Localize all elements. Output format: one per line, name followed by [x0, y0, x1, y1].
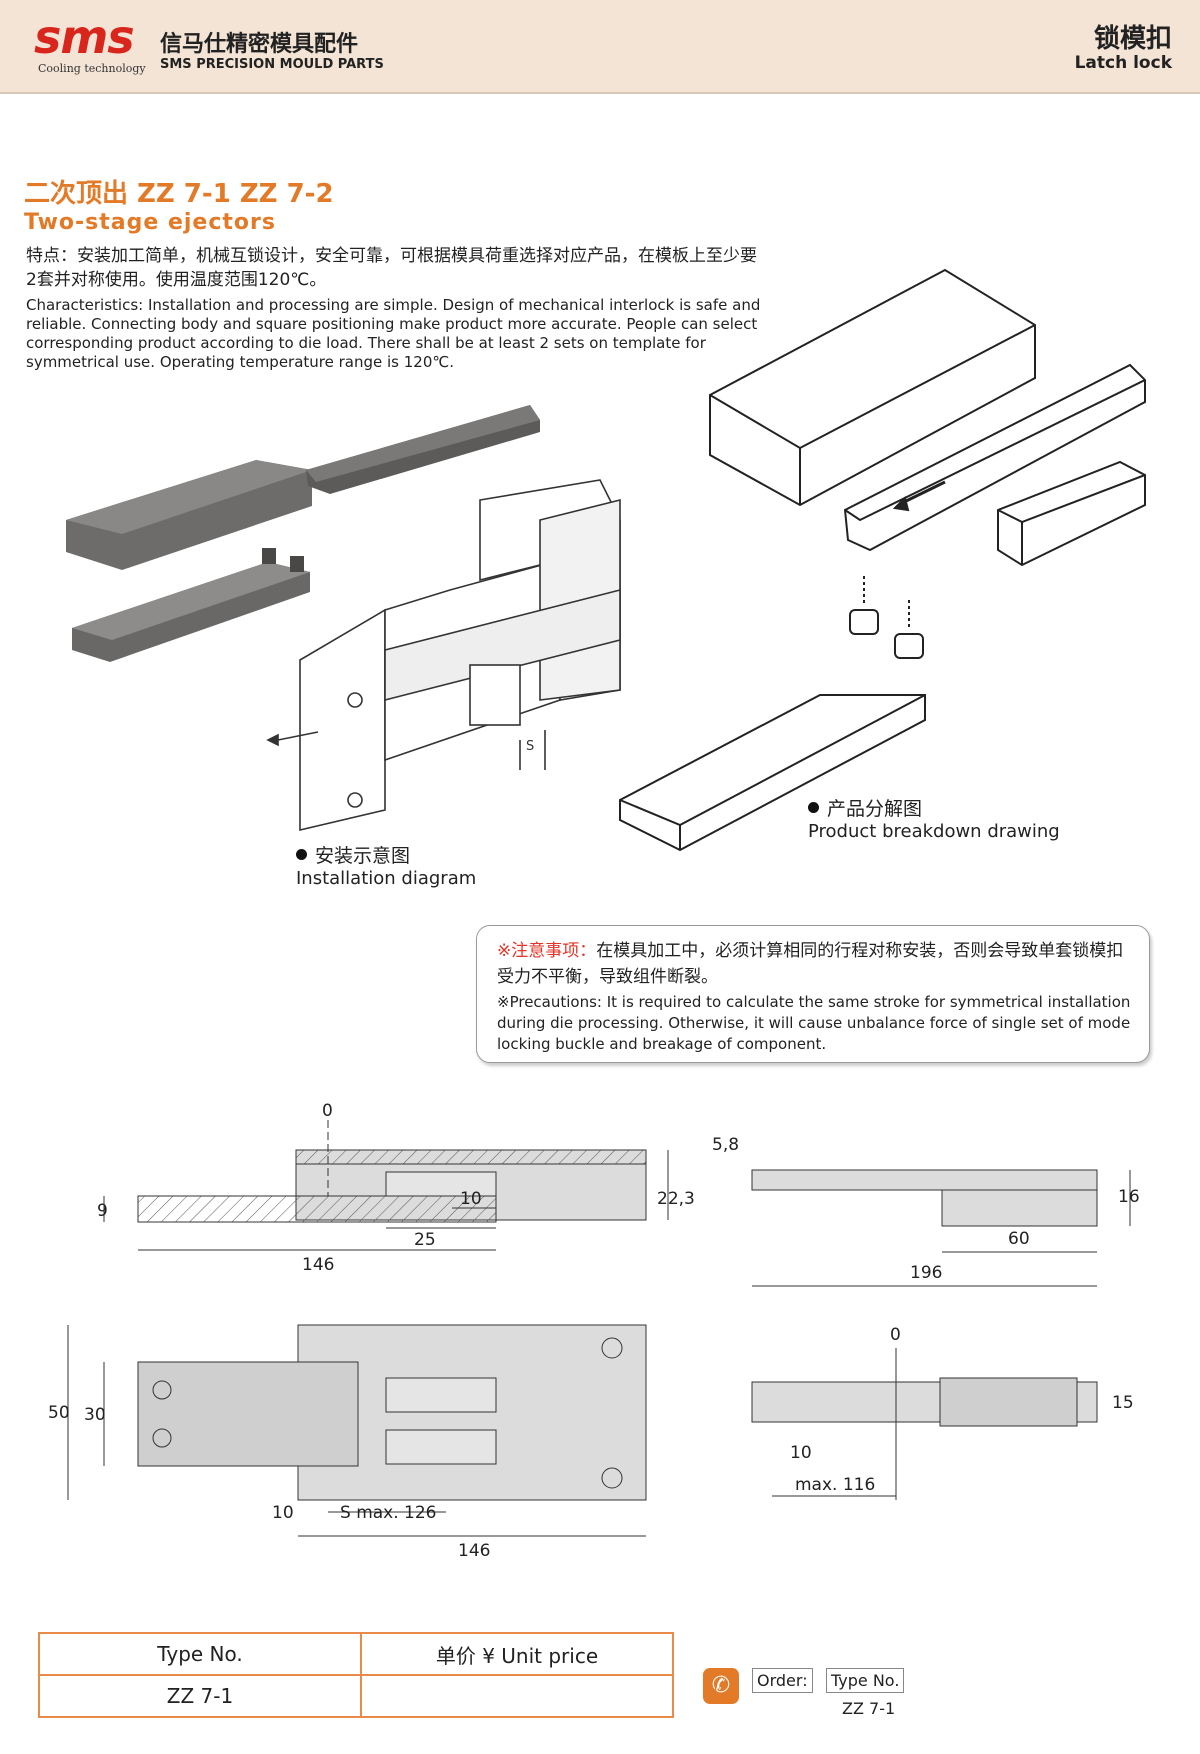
dim-50: 50: [48, 1403, 70, 1423]
product-photo: [66, 405, 540, 662]
precautions-en: ※Precautions: It is required to calculat…: [497, 993, 1131, 1053]
bullet-dot: [296, 849, 307, 860]
dim-0-a: 0: [322, 1101, 333, 1121]
features-en: Characteristics: Installation and proces…: [26, 296, 761, 371]
side-elevation-view: 5,8 16 60 196: [712, 1135, 1140, 1287]
dim-146-b: 146: [458, 1541, 490, 1561]
install-caption-en: Installation diagram: [296, 868, 477, 889]
table-row: ZZ 7-1: [38, 1674, 674, 1718]
dim-196: 196: [910, 1263, 942, 1283]
precautions-heading: ※注意事项：: [497, 941, 597, 961]
breakdown-caption-en: Product breakdown drawing: [808, 821, 1060, 842]
dim-5-8: 5,8: [712, 1135, 739, 1155]
bullet-dot: [808, 802, 819, 813]
dim-10-a: 10: [460, 1189, 482, 1209]
company-name-en: SMS PRECISION MOULD PARTS: [160, 57, 384, 72]
dim-25: 25: [414, 1230, 436, 1250]
breakdown-drawing: [619, 268, 1146, 852]
cell-price: [360, 1674, 674, 1718]
logo-subtitle: Cooling technology: [38, 62, 146, 75]
order-type-value: ZZ 7-1: [842, 1699, 896, 1718]
product-illustrations: S: [66, 268, 1146, 852]
plan-view-right: 0 15 10 max. 116: [751, 1325, 1134, 1500]
install-caption: 安装示意图 Installation diagram: [296, 841, 476, 889]
order-label: Order:: [752, 1668, 813, 1693]
precautions-body-cn: 在模具加工中，必须计算相同的行程对称安装，否则会导致单套锁模扣受力不平衡，导致组…: [497, 941, 1124, 987]
dim-s-max: S max. 126: [340, 1503, 437, 1523]
side-section-view: 0 9 22,3 10 25 146: [97, 1101, 695, 1275]
install-caption-cn: 安装示意图: [315, 845, 411, 867]
dim-22-3: 22,3: [657, 1189, 695, 1209]
category-en: Latch lock: [1074, 53, 1172, 73]
technical-drawings: 0 9 22,3 10 25 146 5,8 16 60 196 50 30 1…: [48, 1101, 1140, 1561]
dim-146-a: 146: [302, 1255, 334, 1275]
dim-0-b: 0: [890, 1325, 901, 1345]
breakdown-caption: 产品分解图 Product breakdown drawing: [808, 794, 1060, 842]
top-view: 50 30 10 S max. 126 146: [48, 1324, 647, 1561]
breakdown-caption-cn: 产品分解图: [827, 798, 923, 820]
phone-icon: ✆: [703, 1668, 739, 1704]
col-header-price: 单价 ¥ Unit price: [360, 1632, 674, 1676]
product-title-en: Two-stage ejectors: [24, 210, 276, 235]
page-header: sms Cooling technology 信马仕精密模具配件 SMS PRE…: [0, 0, 1200, 94]
installation-drawing: [266, 479, 621, 832]
company-name-cn: 信马仕精密模具配件: [160, 32, 359, 57]
dim-16: 16: [1118, 1187, 1140, 1207]
precautions-cn: ※注意事项：在模具加工中，必须计算相同的行程对称安装，否则会导致单套锁模扣受力不…: [497, 938, 1137, 990]
category-cn: 锁模扣: [1093, 24, 1172, 54]
dim-15: 15: [1112, 1393, 1134, 1413]
order-type-label: Type No.: [826, 1668, 905, 1693]
dim-60: 60: [1008, 1229, 1030, 1249]
price-table: Type No. 单价 ¥ Unit price ZZ 7-1: [38, 1632, 674, 1718]
dim-max-116: max. 116: [795, 1475, 875, 1495]
product-title-cn: 二次顶出 ZZ 7-1 ZZ 7-2: [24, 179, 334, 209]
stroke-s-label: S: [526, 739, 534, 754]
cell-type: ZZ 7-1: [38, 1674, 362, 1718]
dim-30: 30: [84, 1405, 106, 1425]
features-cn: 特点：安装加工简单，机械互锁设计，安全可靠，可根据模具荷重选择对应产品，在模板上…: [26, 246, 757, 290]
table-header-row: Type No. 单价 ¥ Unit price: [38, 1632, 674, 1676]
dim-10-c: 10: [790, 1443, 812, 1463]
dim-10-b: 10: [272, 1503, 294, 1523]
sms-logo: sms: [34, 10, 135, 64]
dim-9: 9: [97, 1201, 108, 1221]
precautions-box: ※注意事项：在模具加工中，必须计算相同的行程对称安装，否则会导致单套锁模扣受力不…: [476, 925, 1150, 1063]
col-header-type: Type No.: [38, 1632, 362, 1676]
